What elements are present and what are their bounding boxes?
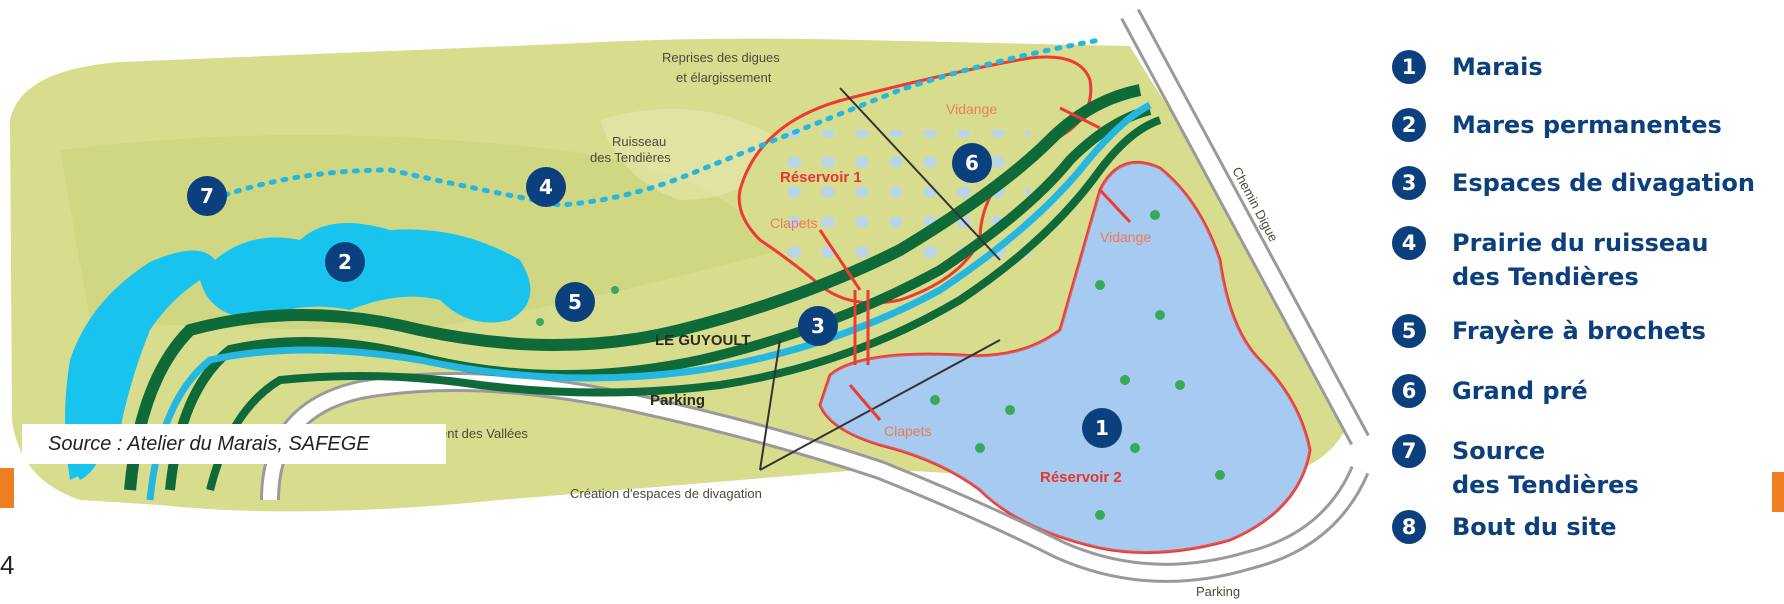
hedge-outer: [124, 84, 1142, 491]
legend-label: Source des Tendières: [1452, 437, 1639, 499]
marker-7: 7: [187, 176, 227, 216]
label-guyoult: LE GUYOULT: [655, 332, 751, 349]
lower-road-inner: [263, 375, 1367, 580]
pointer-reprises: [839, 87, 1001, 261]
legend-item: 5 Frayère à brochets: [1392, 314, 1706, 348]
pointer-vidange-top: [1059, 106, 1101, 130]
marker-6: 6: [952, 143, 992, 183]
legend-badge: 6: [1392, 374, 1426, 408]
plant-symbols: [536, 210, 1225, 520]
legend-label: Mares permanentes: [1452, 111, 1722, 139]
legend-label: Marais: [1452, 53, 1543, 81]
svg-text:7: 7: [200, 184, 214, 208]
pointer-creation-1: [759, 339, 781, 471]
legend-badge: 4: [1392, 226, 1426, 260]
meadow-shade-2: [600, 108, 780, 200]
label-clapets-bottom: Clapets: [884, 423, 931, 439]
legend-label: Prairie du ruisseau des Tendières: [1452, 229, 1709, 291]
chemin-digue-road-inner: [1122, 10, 1368, 444]
ruisseau-tendieres: [222, 37, 1103, 208]
svg-text:5: 5: [568, 290, 582, 314]
marker-4: 4: [526, 167, 566, 207]
label-parking-center: Parking: [650, 392, 705, 409]
permanent-pond: [65, 222, 531, 480]
label-parking-bottom: Parking: [1196, 584, 1240, 599]
pointer-clapets-bottom: [848, 384, 882, 421]
svg-text:3: 3: [811, 314, 825, 338]
accent-tab-left: [0, 468, 14, 508]
svg-text:6: 6: [965, 151, 979, 175]
label-reservoir-2: Réservoir 2: [1040, 469, 1122, 486]
hedge-middle: [165, 105, 1152, 491]
legend-label: Espaces de divagation: [1452, 169, 1755, 197]
label-reservoir-1: Réservoir 1: [780, 169, 862, 186]
svg-text:4: 4: [539, 175, 553, 199]
hedge-inner: [206, 116, 1162, 491]
label-vallees: ent des Vallées: [440, 426, 528, 441]
label-vidange-right: Vidange: [1100, 229, 1151, 245]
label-ruisseau-1: Ruisseau: [612, 134, 666, 149]
label-vidange-top: Vidange: [946, 101, 997, 117]
marker-5: 5: [555, 282, 595, 322]
label-reprises-1: Reprises des digues: [662, 50, 780, 65]
marker-3: 3: [798, 306, 838, 346]
legend-item: 7 Source des Tendières: [1392, 434, 1639, 502]
legend-item: 2 Mares permanentes: [1392, 108, 1722, 142]
label-creation: Création d'espaces de divagation: [570, 486, 762, 501]
legend-badge: 7: [1392, 434, 1426, 468]
pointer-vidange-right: [1098, 188, 1132, 224]
source-caption: Source : Atelier du Marais, SAFEGE: [22, 424, 446, 464]
legend-label: Bout du site: [1452, 513, 1617, 541]
page-number: 4: [0, 550, 15, 580]
legend-item: 6 Grand pré: [1392, 374, 1588, 408]
label-ruisseau-2: des Tendières: [590, 150, 671, 165]
svg-text:2: 2: [338, 250, 352, 274]
legend-badge: 5: [1392, 314, 1426, 348]
river-guyoult: [146, 101, 1152, 501]
legend-label: Frayère à brochets: [1452, 317, 1706, 345]
label-clapets-top: Clapets: [770, 215, 817, 231]
accent-tab-right: [1772, 472, 1784, 512]
marker-1: 1: [1082, 408, 1122, 448]
legend-badge: 3: [1392, 166, 1426, 200]
svg-text:1: 1: [1095, 416, 1109, 440]
reservoir-2: [818, 160, 1312, 554]
legend-badge: 8: [1392, 510, 1426, 544]
label-reprises-2: et élargissement: [676, 70, 772, 85]
pointer-clapets-top: [818, 229, 862, 291]
reservoir-2-texture: [820, 162, 1310, 553]
legend-item: 3 Espaces de divagation: [1392, 166, 1755, 200]
legend-badge: 2: [1392, 108, 1426, 142]
legend-item: 8 Bout du site: [1392, 510, 1617, 544]
marker-2: 2: [325, 242, 365, 282]
legend-badge: 1: [1392, 50, 1426, 84]
legend-item: 4 Prairie du ruisseau des Tendières: [1392, 226, 1708, 294]
legend-label: Grand pré: [1452, 377, 1588, 405]
legend-item: 1 Marais: [1392, 50, 1543, 84]
pointer-creation-2: [759, 339, 1001, 471]
